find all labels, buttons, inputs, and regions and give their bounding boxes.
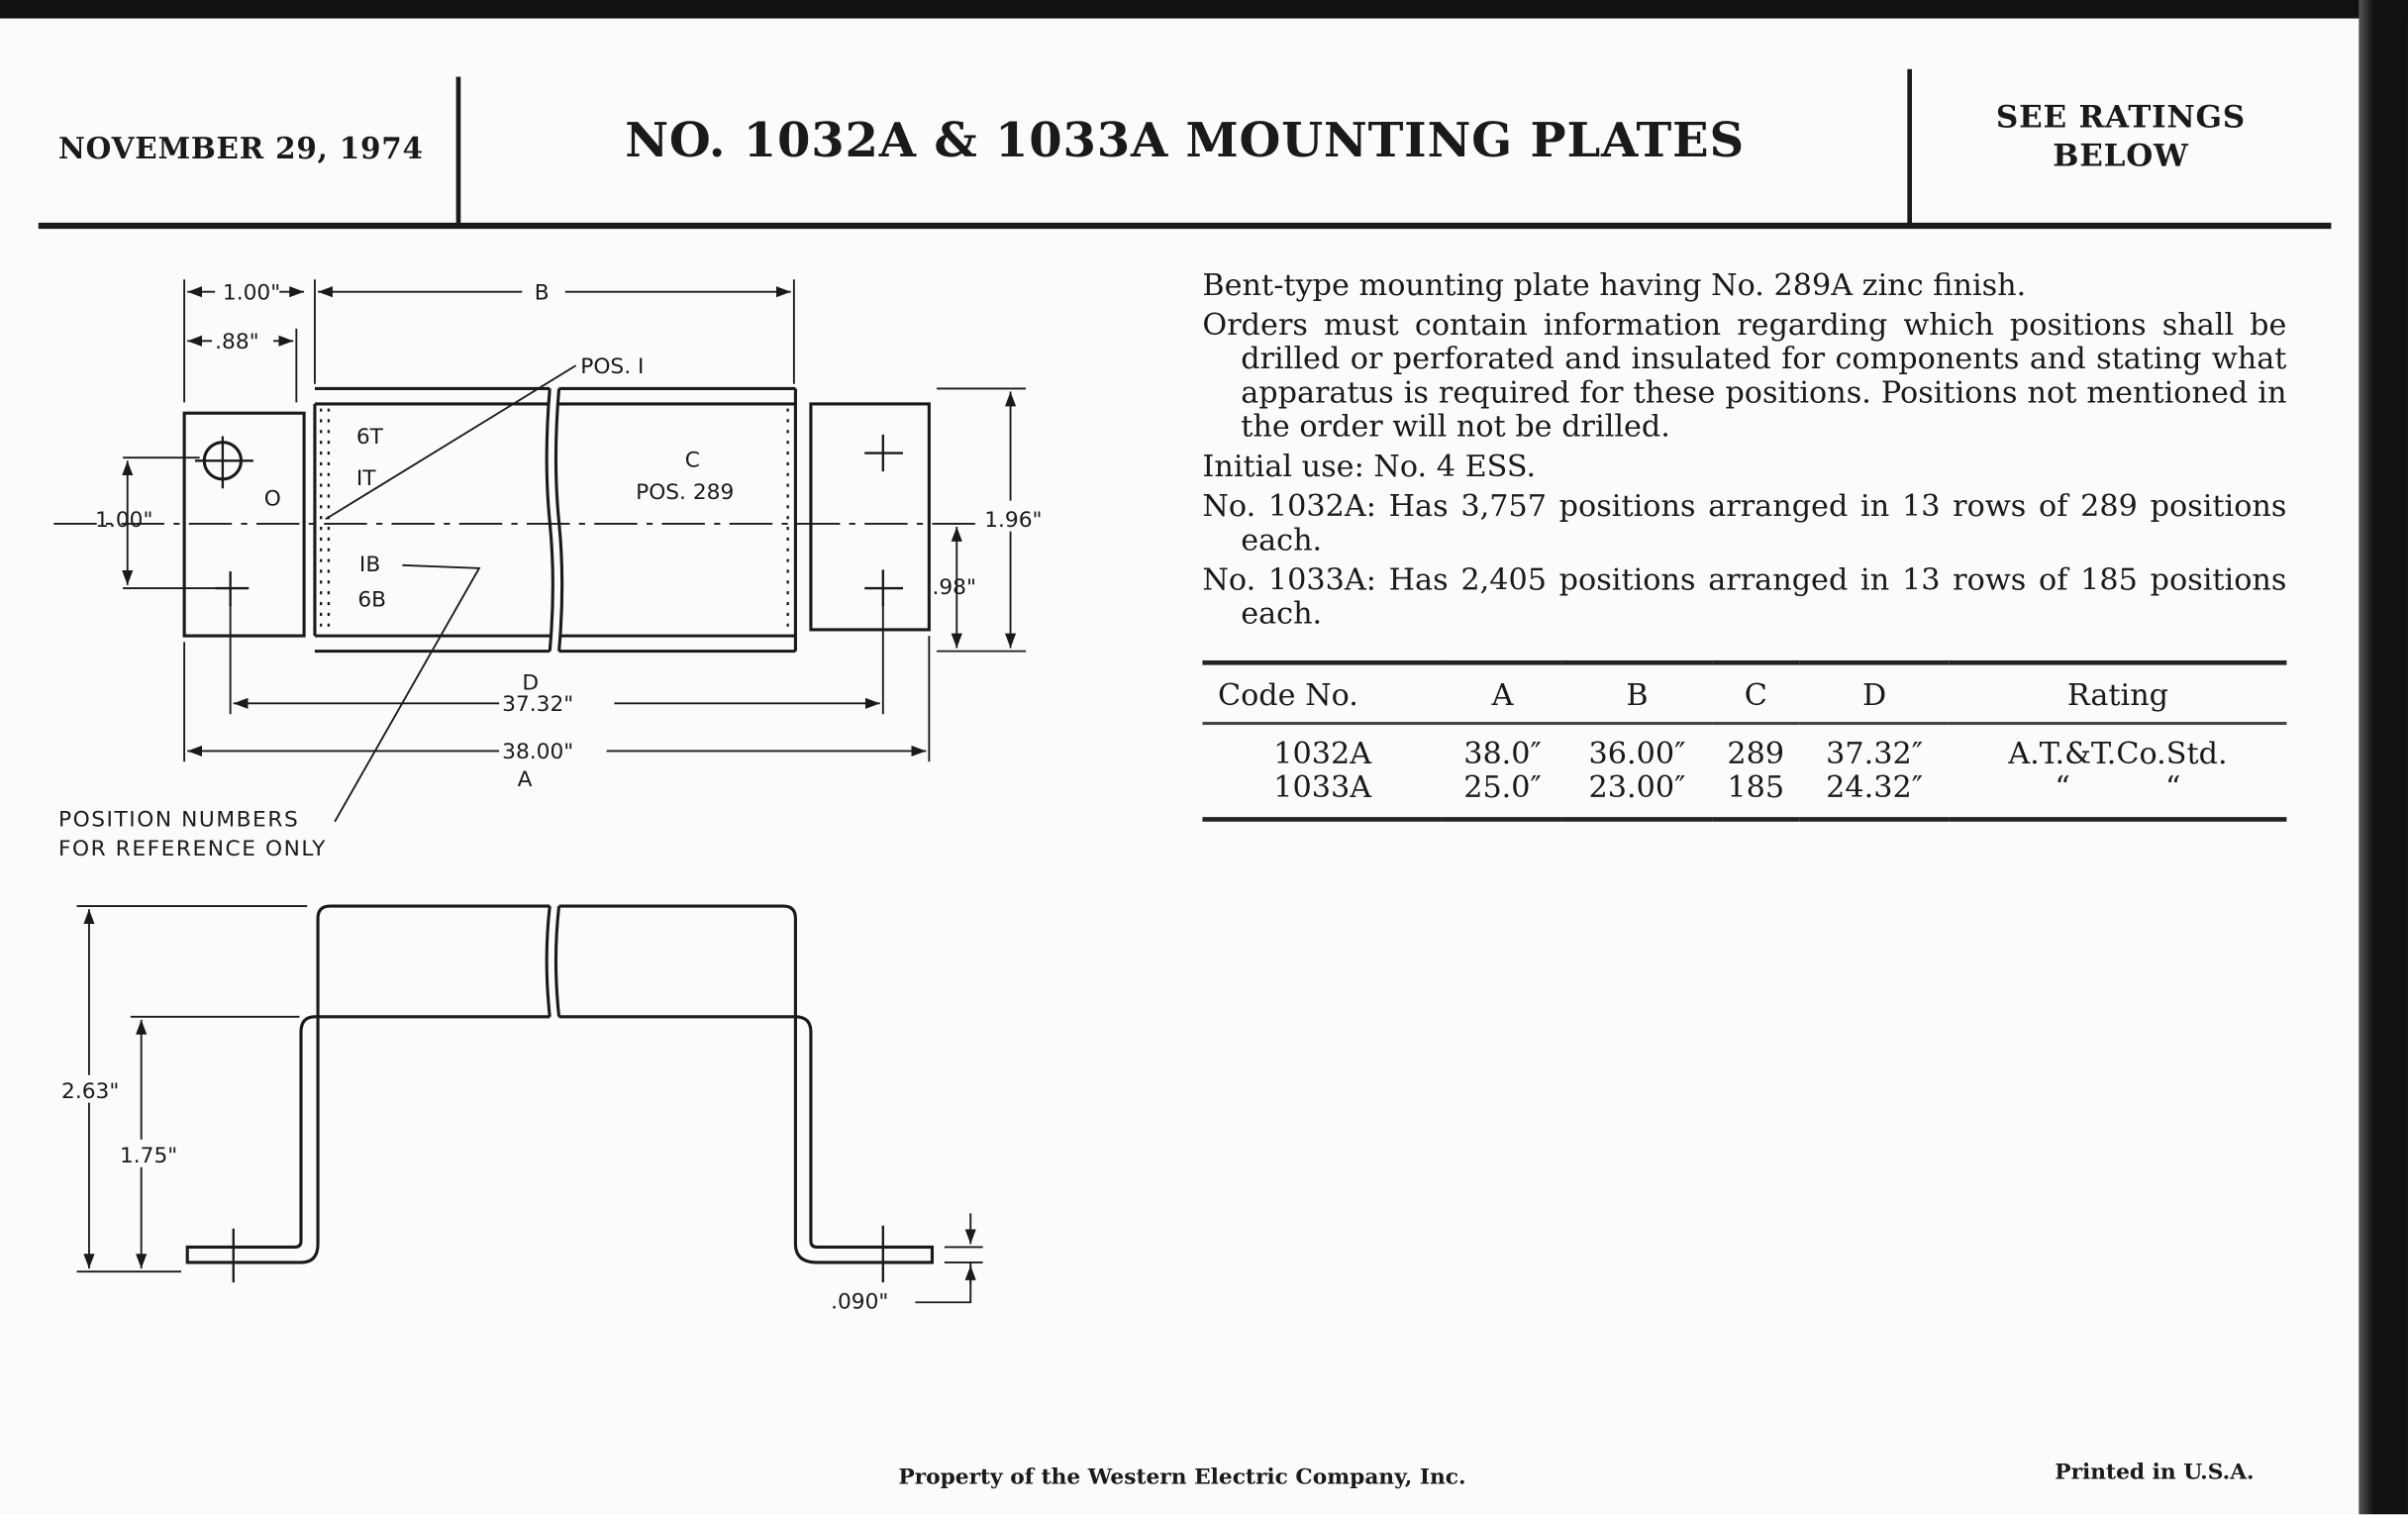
dim-label: B <box>535 280 550 305</box>
description-paragraph: No. 1033A: Has 2,405 positions arranged … <box>1202 561 2287 632</box>
dim-label: .88" <box>215 330 259 354</box>
cell: 25.0″ <box>1463 769 1542 805</box>
scan-right-border <box>2358 0 2408 1515</box>
callout-label: POS. I <box>580 354 644 379</box>
dim-label: 1.00" <box>95 508 152 533</box>
ratings-note: SEE RATINGS BELOW <box>1914 98 2329 175</box>
table-row: 1032A 38.0″ 36.00″ 289 37.32″ A.T.&T.Co.… <box>1202 724 2286 771</box>
footer-property: Property of the Western Electric Company… <box>898 1464 1466 1490</box>
description-paragraph: Orders must contain information regardin… <box>1202 307 2287 445</box>
dim-label: D <box>522 670 539 695</box>
bent-legs <box>185 1015 935 1264</box>
callout-label: 6B <box>357 588 386 613</box>
side-outline <box>316 904 797 1017</box>
dim-label: 2.63" <box>61 1079 119 1104</box>
break-line <box>545 905 561 1017</box>
callout-label: 6T <box>356 425 384 450</box>
cell: 36.00″ <box>1588 735 1686 771</box>
column-header: Code No. <box>1217 676 1358 713</box>
scan-top-border <box>0 0 2408 19</box>
dim-label: A <box>518 767 533 792</box>
note-line: FOR REFERENCE ONLY <box>58 837 327 861</box>
position-rows <box>319 408 797 630</box>
dim-label: .98" <box>932 575 976 600</box>
leader-lines <box>325 364 577 823</box>
ratings-table: Code No. A B C D Rating 1032A 38.0″ 36.0… <box>1202 660 2287 822</box>
break-line <box>545 388 564 652</box>
callout-label: POS. 289 <box>636 480 734 505</box>
side-view <box>76 904 983 1304</box>
dim-label: 1.00" <box>223 280 280 305</box>
cell: 289 <box>1727 735 1785 771</box>
cell: 24.32″ <box>1826 769 1924 805</box>
dim-label: 1.75" <box>120 1144 177 1168</box>
cell: 1033A <box>1273 769 1372 805</box>
table-header-row: Code No. A B C D Rating <box>1202 662 2287 724</box>
extension-lines <box>123 279 1027 762</box>
callout-label: O <box>264 486 281 511</box>
hole-centermarks <box>194 434 903 607</box>
description: Bent-type mounting plate having No. 289A… <box>1202 268 2286 637</box>
table-row: 1033A 25.0″ 23.00″ 185 24.32″ “ “ <box>1202 769 2286 820</box>
page-title: NO. 1032A & 1033A MOUNTING PLATES <box>625 113 1745 169</box>
description-paragraph: Bent-type mounting plate having No. 289A… <box>1202 266 2027 303</box>
cell: 185 <box>1727 769 1785 805</box>
cell: 37.32″ <box>1826 735 1924 771</box>
column-header: A <box>1491 676 1514 713</box>
header-divider <box>1907 68 1912 225</box>
note-line: POSITION NUMBERS <box>58 807 299 832</box>
plan-labels: 1.00" B .88" POS. I 6T IT O IB 6B C POS.… <box>58 279 1060 861</box>
cell: “ “ <box>2055 769 2181 805</box>
dim-label: 38.00" <box>502 740 573 764</box>
footer-printed: Printed in U.S.A. <box>2055 1461 2255 1485</box>
ratings-note-line1: SEE RATINGS <box>1995 98 2246 136</box>
callout-label: C <box>685 449 700 473</box>
callout-label: IT <box>356 466 376 491</box>
issue-date: NOVEMBER 29, 1974 <box>57 132 424 166</box>
description-paragraph: Initial use: No. 4 ESS. <box>1202 448 1537 484</box>
callout-label: IB <box>359 553 380 577</box>
side-labels: 2.63" 1.75" .090" <box>57 1074 888 1314</box>
column-header: D <box>1861 676 1887 713</box>
column-header: C <box>1744 676 1767 713</box>
left-tab <box>182 411 306 638</box>
ratings-note-line2: BELOW <box>2053 137 2189 174</box>
column-header: B <box>1626 676 1649 713</box>
description-paragraph: No. 1032A: Has 3,757 positions arranged … <box>1202 488 2287 558</box>
header-divider <box>455 76 461 225</box>
right-tab <box>809 402 931 632</box>
dim-label: .090" <box>831 1289 888 1314</box>
header-rule <box>38 222 2332 230</box>
cell: 1032A <box>1273 735 1372 771</box>
dim-label: 1.96" <box>984 508 1042 533</box>
column-header: Rating <box>2066 676 2169 713</box>
dim-label: 37.32" <box>502 692 573 717</box>
cell: A.T.&T.Co.Std. <box>2008 735 2228 771</box>
cell: 23.00″ <box>1588 769 1686 805</box>
cell: 38.0″ <box>1463 735 1542 771</box>
